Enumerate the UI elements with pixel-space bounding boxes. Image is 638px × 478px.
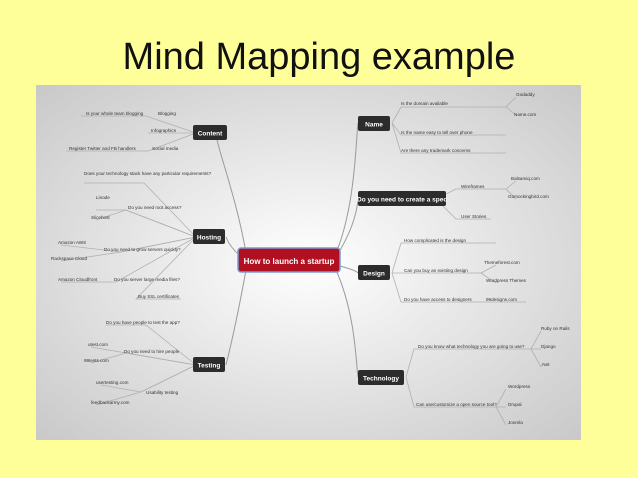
center-node	[237, 247, 341, 273]
label-usability: Usability testing	[146, 390, 179, 395]
node-hosting-label: Hosting	[197, 235, 221, 242]
node-content	[193, 125, 227, 140]
label-which-tech: Do you know what technology you are goin…	[418, 344, 525, 349]
slide-title: Mind Mapping example	[122, 36, 516, 78]
label-wordpress: Wordpress	[508, 384, 531, 389]
node-name-label: Name	[365, 122, 383, 129]
node-technology	[358, 370, 404, 385]
label-infographics: Infographics	[151, 128, 177, 133]
node-design	[358, 265, 390, 280]
label-user-stories: User Stories	[461, 214, 487, 219]
label-wireframes: Wireframes	[461, 184, 485, 189]
label-balsamiq: Balsamiq.com	[511, 176, 540, 181]
label-wp-themes: Wordpress Themes	[486, 278, 527, 283]
label-existing-design: Can you buy an existing design	[404, 268, 468, 273]
label-aws: Amazon AWS	[58, 240, 86, 245]
label-social: Social media	[152, 146, 179, 151]
label-gomockingbird: Gomockingbird.com	[508, 194, 549, 199]
label-grow: Do you need to grow servers quickly?	[104, 247, 181, 252]
node-spec	[358, 191, 446, 206]
node-hosting	[193, 229, 225, 244]
label-net: .Net	[541, 362, 550, 367]
node-testing-label: Testing	[198, 363, 221, 370]
node-content-label: Content	[198, 131, 223, 138]
node-name	[358, 116, 390, 131]
label-register: Register Twitter and FB handlers	[69, 146, 137, 151]
center-node-label: How to launch a startup	[244, 257, 335, 266]
label-linode: Linode	[96, 195, 110, 200]
label-joomla: Joomla	[508, 420, 523, 425]
label-open-source: Can use/customize a open source tool?	[416, 402, 497, 407]
label-hire: Do you need to hire people	[124, 349, 180, 354]
label-team-blogging: Is your whole team blogging	[86, 111, 144, 116]
label-themeforest: Themeforest.com	[484, 260, 520, 265]
label-namecom: Name.com	[514, 112, 536, 117]
node-spec-label: Do you need to create a spec	[357, 197, 447, 204]
content-lines	[60, 96, 542, 426]
label-usertesting: usertesting.com	[96, 380, 129, 385]
node-design-label: Design	[363, 271, 385, 278]
label-rackspace: Rackspace Cloud	[51, 256, 87, 261]
label-slicehost: Slicehost	[91, 215, 110, 220]
label-drupal: Drupal	[508, 402, 522, 407]
label-blogging: Blogging	[158, 111, 176, 116]
label-large-files: Do you server large media files?	[114, 277, 180, 282]
label-name-easy: Is the name easy to tell over phone	[401, 130, 473, 135]
label-godaddy: Godaddy	[516, 92, 535, 97]
label-test-app: Do you have people to test the app?	[106, 320, 180, 325]
label-99tests: 99tests.com	[84, 358, 109, 363]
label-rails: Ruby on Rails	[541, 326, 570, 331]
label-cloudfront: Amazon Cloudfront	[58, 277, 98, 282]
node-technology-label: Technology	[363, 376, 399, 383]
label-feedbackarmy: feedbackarmy.com	[91, 400, 130, 405]
label-99designs: 99designs.com	[486, 297, 517, 302]
label-utest: utest.com	[88, 342, 108, 347]
label-django: Django	[541, 344, 556, 349]
label-tech-stack: Does your technology stack have any part…	[84, 171, 212, 176]
mind-map-canvas: How to launch a startup Content Hosting …	[36, 85, 581, 440]
label-root-access: Do you need root access?	[128, 205, 182, 210]
label-domain: Is the domain available	[401, 101, 448, 106]
label-design-complex: How complicated is the design	[404, 238, 466, 243]
node-testing	[193, 357, 225, 372]
label-ssl: Buy SSL certificates	[138, 294, 180, 299]
label-designers: Do you have access to designers	[404, 297, 472, 302]
label-trademark: Are there any trademark concerns	[401, 148, 471, 153]
